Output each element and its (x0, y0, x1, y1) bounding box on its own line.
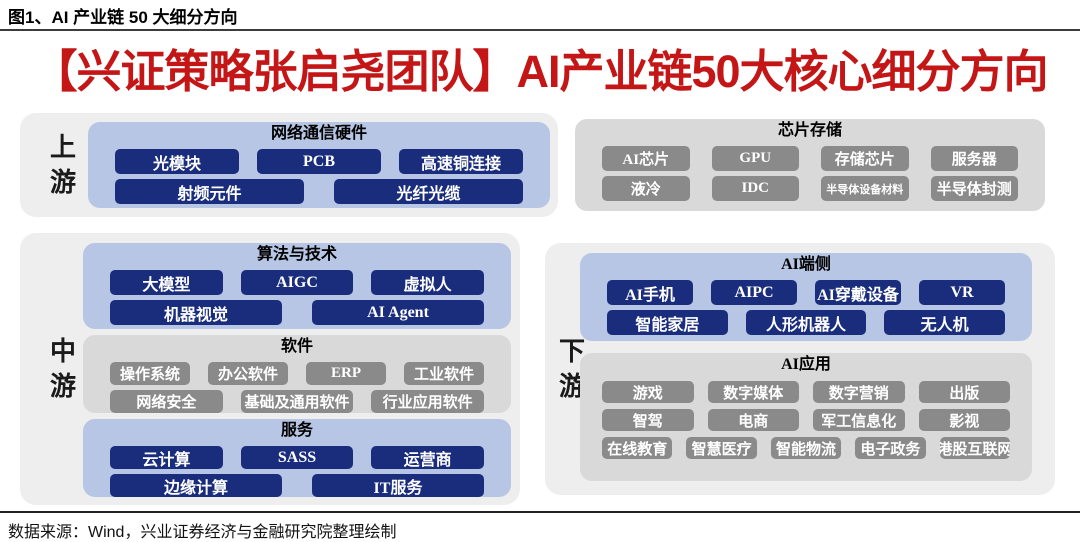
panel-title: AI端侧 (781, 256, 831, 273)
chain-item: 智能物流 (770, 437, 842, 459)
chain-item: AI芯片 (602, 146, 690, 171)
midstream-label: 中游 (49, 336, 76, 401)
chain-item: 电子政务 (855, 437, 926, 459)
chain-item: PCB (257, 149, 381, 174)
item-row: 智能家居 人形机器人 无人机 (580, 310, 1032, 335)
item-row: AI手机 AIPC AI穿戴设备 VR (580, 280, 1032, 305)
chain-item: 智慧医疗 (686, 437, 757, 459)
panel-network-hardware: 网络通信硬件 光模块 PCB 高速铜连接 射频元件 光纤光缆 (88, 122, 550, 208)
chain-item: IDC (711, 176, 799, 201)
chain-item: AI Agent (312, 300, 484, 325)
item-row: 光模块 PCB 高速铜连接 (88, 149, 550, 174)
upstream-label: 上游 (49, 132, 76, 197)
bottom-divider (0, 511, 1080, 513)
panel-title: 网络通信硬件 (270, 125, 367, 142)
chain-item: 在线教育 (602, 437, 673, 459)
figure-caption: 图1、AI 产业链 50 大细分方向 (8, 8, 238, 27)
chain-item: 运营商 (371, 446, 485, 469)
chain-item: 云计算 (110, 446, 223, 469)
chain-item: 射频元件 (115, 179, 304, 204)
item-row: 网络安全 基础及通用软件 行业应用软件 (83, 390, 511, 413)
chain-item: 智能家居 (607, 310, 728, 335)
chain-item: 行业应用软件 (371, 390, 485, 413)
item-row: 智驾 电商 军工信息化 影视 (580, 409, 1032, 431)
panel-ai-device: AI端侧 AI手机 AIPC AI穿戴设备 VR 智能家居 人形机器人 无人机 (580, 253, 1032, 341)
panel-ai-applications: AI应用 游戏 数字媒体 数字营销 出版 智驾 电商 军工信息化 影视 在线教育… (580, 353, 1032, 481)
panel-title: 软件 (280, 338, 313, 355)
chain-item: 操作系统 (110, 362, 190, 385)
chain-item: 存储芯片 (821, 146, 909, 171)
item-row: 射频元件 光纤光缆 (88, 179, 550, 204)
chain-item: 边缘计算 (110, 474, 282, 497)
panel-title: AI应用 (781, 356, 831, 373)
chain-item: SASS (240, 446, 354, 469)
page-title: 【兴证策略张启尧团队】AI产业链50大核心细分方向 (32, 46, 1048, 97)
item-row: 边缘计算 IT服务 (83, 474, 511, 497)
chain-item: 无人机 (884, 310, 1006, 335)
chain-item: 半导体设备材料 (821, 176, 909, 201)
chain-item: 游戏 (602, 381, 694, 403)
panel-services: 服务 云计算 SASS 运营商 边缘计算 IT服务 (83, 419, 511, 497)
panel-title: 服务 (280, 422, 313, 439)
chain-item: GPU (711, 146, 799, 171)
item-row: 在线教育 智慧医疗 智能物流 电子政务 港股互联网 (580, 437, 1032, 459)
chain-item: 影视 (918, 409, 1010, 431)
chain-item: 办公软件 (208, 362, 288, 385)
chain-item: AI手机 (607, 280, 693, 305)
panel-title: 芯片存储 (777, 122, 842, 139)
chain-item: AIPC (711, 280, 797, 305)
item-row: 液冷 IDC 半导体设备材料 半导体封测 (575, 176, 1045, 201)
chain-item: 网络安全 (110, 390, 223, 413)
chain-item: 高速铜连接 (399, 149, 523, 174)
chain-item: 虚拟人 (371, 270, 485, 295)
panel-chip-storage: 芯片存储 AI芯片 GPU 存储芯片 服务器 液冷 IDC 半导体设备材料 半导… (575, 119, 1045, 211)
chain-item: 数字媒体 (707, 381, 799, 403)
chain-item: 大模型 (110, 270, 223, 295)
item-row: 机器视觉 AI Agent (83, 300, 511, 325)
panel-algorithms-tech: 算法与技术 大模型 AIGC 虚拟人 机器视觉 AI Agent (83, 243, 511, 329)
item-row: 操作系统 办公软件 ERP 工业软件 (83, 362, 511, 385)
item-row: 大模型 AIGC 虚拟人 (83, 270, 511, 295)
chain-item: 基础及通用软件 (240, 390, 354, 413)
chain-item: 港股互联网 (939, 437, 1011, 459)
panel-software: 软件 操作系统 办公软件 ERP 工业软件 网络安全 基础及通用软件 行业应用软… (83, 335, 511, 413)
chain-item: 光纤光缆 (334, 179, 523, 204)
chain-item: 数字营销 (813, 381, 905, 403)
chain-item: 半导体封测 (930, 176, 1018, 201)
chain-item: 军工信息化 (813, 409, 905, 431)
item-row: AI芯片 GPU 存储芯片 服务器 (575, 146, 1045, 171)
panel-title: 算法与技术 (256, 246, 337, 263)
data-source: 数据来源：Wind，兴业证券经济与金融研究院整理绘制 (8, 524, 397, 541)
chain-item: IT服务 (312, 474, 484, 497)
chain-item: ERP (306, 362, 386, 385)
chain-item: 机器视觉 (110, 300, 282, 325)
chain-item: 出版 (918, 381, 1010, 403)
chain-item: 服务器 (930, 146, 1018, 171)
downstream-section: 下游 AI端侧 AI手机 AIPC AI穿戴设备 VR 智能家居 人形机器人 无… (545, 243, 1055, 495)
chain-item: 工业软件 (404, 362, 484, 385)
chain-item: VR (919, 280, 1005, 305)
chain-item: AI穿戴设备 (815, 280, 901, 305)
top-divider (0, 29, 1080, 31)
midstream-section: 中游 算法与技术 大模型 AIGC 虚拟人 机器视觉 AI Agent 软件 操… (20, 233, 520, 505)
chain-item: AIGC (240, 270, 354, 295)
upstream-section: 上游 网络通信硬件 光模块 PCB 高速铜连接 射频元件 光纤光缆 (20, 113, 558, 217)
chain-item: 液冷 (602, 176, 690, 201)
chain-item: 光模块 (115, 149, 239, 174)
chain-item: 人形机器人 (745, 310, 867, 335)
item-row: 云计算 SASS 运营商 (83, 446, 511, 469)
chain-item: 电商 (707, 409, 799, 431)
chain-item: 智驾 (602, 409, 694, 431)
item-row: 游戏 数字媒体 数字营销 出版 (580, 381, 1032, 403)
